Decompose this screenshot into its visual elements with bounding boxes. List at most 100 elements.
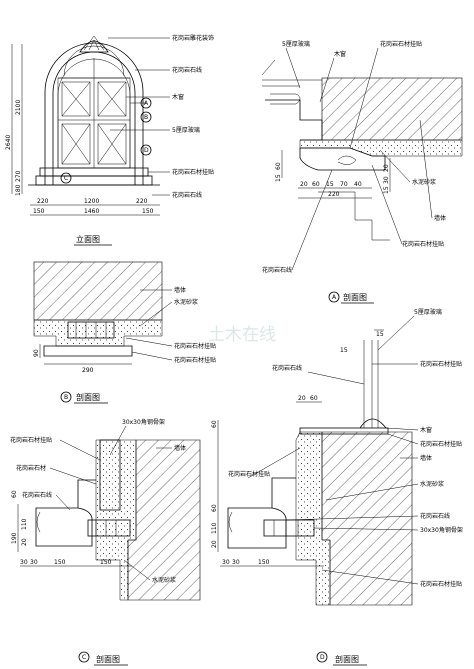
dim: 30	[30, 559, 38, 566]
dim: 150	[258, 559, 270, 566]
elevation-dims-bottom: 220 1200 220 150 1460 150	[30, 198, 160, 216]
bubble-label: C	[82, 654, 86, 661]
section-bubble	[60, 391, 72, 403]
dim: 220	[136, 198, 148, 205]
dim: 15	[326, 181, 334, 188]
elevation-labels: 花岗岩雕花装饰 花岗岩石线 木窗 5厘厚玻璃 花岗岩石材挂贴 花岗岩石线	[108, 34, 214, 199]
label: 水泥砂浆	[152, 576, 176, 584]
dim: 220	[37, 198, 49, 205]
dim: 20	[300, 181, 308, 188]
label: 花岗岩石材挂贴	[420, 440, 462, 448]
dim: 150	[100, 559, 112, 566]
label: 木窗	[420, 426, 432, 434]
dim: 150	[33, 208, 45, 215]
label: 墙体	[434, 214, 446, 222]
label: 花岗岩雕花装饰	[172, 34, 214, 42]
dim: 60	[211, 504, 218, 512]
label: 花岗岩石线	[420, 512, 450, 520]
dim: 60	[312, 181, 320, 188]
section-title: 剖面图	[335, 654, 359, 664]
label: 墙体	[174, 286, 186, 294]
section-a: 5厘厚玻璃 木窗 花岗岩石材挂贴 水泥砂浆 墙体 花岗岩石材挂贴 花岗岩石线 6…	[261, 40, 463, 304]
dim: 15	[376, 331, 384, 338]
dim: 70	[340, 181, 348, 188]
label: 花岗岩石材挂贴	[402, 240, 444, 248]
dim: 60	[11, 490, 18, 498]
bubble-label: A	[144, 100, 149, 107]
label: 墙体	[420, 454, 432, 462]
dim: 15	[275, 174, 282, 182]
section-c: 30x30角钢骨架 墙体 花岗岩石材挂贴 花岗岩石材 花岗岩石线 水泥砂浆 19…	[10, 418, 201, 666]
dim: 1200	[84, 198, 99, 205]
label: 水泥砂浆	[412, 178, 436, 186]
label: 花岗岩石线	[272, 364, 302, 372]
dim: 20	[298, 395, 306, 402]
dim: 2640	[5, 135, 12, 150]
section-title: 剖面图	[76, 392, 100, 402]
label: 花岗岩石材挂贴	[420, 580, 462, 588]
dim: 60	[310, 395, 318, 402]
dim: 20	[211, 540, 218, 548]
label: 花岗岩石线	[172, 191, 202, 199]
bubble-label: B	[144, 114, 148, 121]
section-b-labels: 墙体 水泥砂浆 花岗岩石材挂贴 花岗岩石材挂贴	[125, 286, 216, 364]
label: 5厘厚玻璃	[282, 40, 310, 48]
section-a-dims: 60 15 20 60 15 70 40 220 20 30 15	[275, 150, 391, 199]
dim: 40	[354, 181, 362, 188]
label: 水泥砂浆	[420, 480, 444, 488]
label: 花岗岩石材挂贴	[174, 356, 216, 364]
dim: 110	[211, 522, 218, 534]
label: 花岗岩石材挂贴	[172, 168, 214, 176]
bubble-label: D	[320, 654, 325, 661]
dim: 190	[11, 532, 18, 544]
elevation-dims-left: 2640 2100 270 180	[5, 44, 23, 196]
section-bubble	[78, 651, 90, 663]
elevation-title: 立面图	[76, 234, 100, 244]
section-c-labels: 30x30角钢骨架 墙体 花岗岩石材挂贴 花岗岩石材 花岗岩石线 水泥砂浆	[10, 418, 186, 584]
dim: 30	[20, 559, 28, 566]
label: 花岗岩石线	[262, 266, 292, 274]
label: 墙体	[174, 444, 186, 452]
label: 花岗岩石材挂贴	[420, 360, 462, 368]
label: 木窗	[172, 93, 184, 101]
dim: 290	[82, 367, 94, 374]
dim: 60	[275, 162, 282, 170]
watermark-text: 土木在线	[208, 325, 276, 345]
window-grid	[57, 45, 131, 169]
dim: 30	[222, 559, 230, 566]
section-bubble	[328, 291, 340, 303]
label: 木窗	[334, 50, 346, 58]
dim: 90	[33, 349, 40, 357]
dim: 15	[340, 347, 348, 354]
elevation-view: 花岗岩雕花装饰 花岗岩石线 木窗 5厘厚玻璃 花岗岩石材挂贴 花岗岩石线 A B…	[5, 34, 214, 246]
label: 水泥砂浆	[174, 298, 198, 306]
dim: 180	[15, 184, 22, 196]
section-title: 剖面图	[96, 654, 120, 664]
label: 花岗岩石材挂贴	[380, 40, 422, 48]
bubble-label: A	[332, 294, 337, 301]
watermark: 土木在线	[208, 325, 276, 345]
dim: 150	[54, 559, 66, 566]
label: 5厘厚玻璃	[172, 126, 200, 134]
section-c-dims: 190 110 20 60 30 30 150 150	[11, 490, 132, 567]
label: 花岗岩石线	[172, 66, 202, 74]
bubble-label: B	[64, 394, 68, 401]
dim: 270	[15, 170, 22, 182]
label: 花岗岩石材	[16, 464, 46, 472]
dim: 30	[383, 176, 390, 184]
section-d-labels: 5厘厚玻璃 花岗岩石材挂贴 花岗岩石线 木窗 花岗岩石材挂贴 墙体 花岗岩石材挂…	[228, 308, 463, 588]
section-title: 剖面图	[343, 292, 367, 302]
bubble-label: D	[144, 147, 149, 154]
dim: 15	[383, 186, 390, 194]
dim: 20	[383, 164, 390, 172]
label: 花岗岩石材挂贴	[228, 470, 270, 478]
section-b: 墙体 水泥砂浆 花岗岩石材挂贴 花岗岩石材挂贴 90 290 B 剖面图	[33, 261, 216, 404]
label: 5厘厚玻璃	[414, 308, 442, 316]
dim: 1460	[84, 208, 99, 215]
dim: 220	[328, 191, 340, 198]
dim: 60	[211, 420, 218, 428]
label: 花岗岩石线	[22, 491, 52, 499]
section-markers: A B D C	[60, 97, 152, 184]
dim: 2100	[15, 100, 22, 115]
